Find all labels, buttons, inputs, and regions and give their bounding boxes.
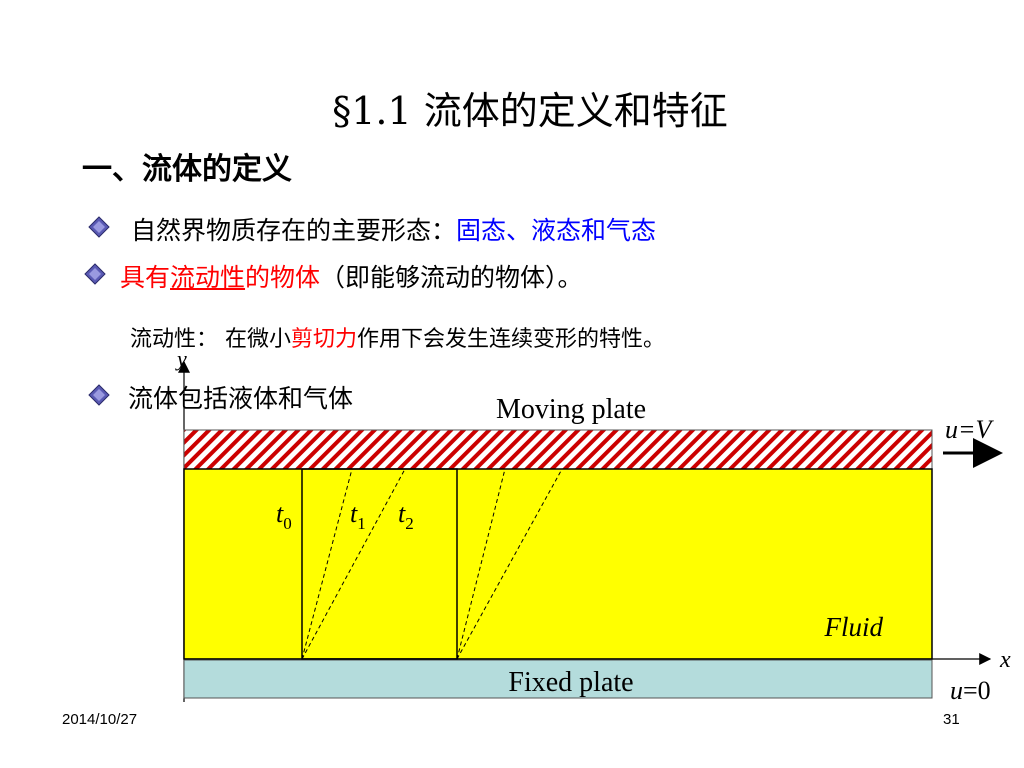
- fluid-region: [183, 468, 933, 660]
- slide-title: §1.1 流体的定义和特征: [332, 89, 728, 133]
- bullet-prefix: 具有: [120, 263, 171, 292]
- fluid-element-t0: [301, 468, 458, 660]
- bullet-value: 固态、液态和气态: [456, 216, 657, 245]
- velocity-top-label: u=V: [945, 415, 995, 444]
- bullet-fluid-definition: 具有流动性的物体（即能够流动的物体）。: [120, 258, 583, 294]
- bullet-emphasis: 流动性: [170, 263, 246, 292]
- fluidity-emphasis: 剪切力: [291, 327, 358, 352]
- fluidity-definition: 流动性： 在微小剪切力作用下会发生连续变形的特性。: [130, 321, 665, 353]
- fixed-plate: [183, 659, 933, 699]
- section-heading: 一、流体的定义: [82, 152, 292, 187]
- time-label-t1: t1: [350, 499, 366, 533]
- diamond-bullet-icon: [88, 384, 110, 406]
- diamond-bullet-icon: [84, 263, 106, 285]
- bullet-matter-states: 自然界物质存在的主要形态：固态、液态和气态: [131, 211, 656, 247]
- fluidity-post: 作用下会发生连续变形的特性。: [357, 327, 666, 352]
- velocity-bottom-label: u=0: [950, 676, 991, 705]
- bullet-label: 自然界物质存在的主要形态：: [131, 216, 457, 245]
- fluidity-label: 流动性：: [130, 327, 219, 352]
- x-axis-label: x: [999, 647, 1011, 673]
- footer-page-number: 31: [943, 711, 960, 728]
- bullet-rest: （即能够流动的物体）。: [320, 263, 583, 292]
- y-axis-label: y: [175, 346, 187, 371]
- moving-plate: [183, 429, 933, 470]
- deformation-lines: [301, 468, 563, 660]
- time-label-t2: t2: [398, 499, 414, 533]
- diamond-bullet-icon: [88, 216, 110, 238]
- fluid-label: Fluid: [824, 612, 884, 642]
- bullet-suffix: 的物体: [245, 263, 321, 292]
- time-label-t0: t0: [276, 499, 292, 533]
- fixed-plate-label: Fixed plate: [508, 667, 633, 698]
- fluidity-pre: 在微小: [225, 327, 292, 352]
- footer-date: 2014/10/27: [62, 711, 138, 728]
- bullet-fluid-includes: 流体包括液体和气体: [128, 384, 354, 413]
- moving-plate-label: Moving plate: [496, 394, 646, 425]
